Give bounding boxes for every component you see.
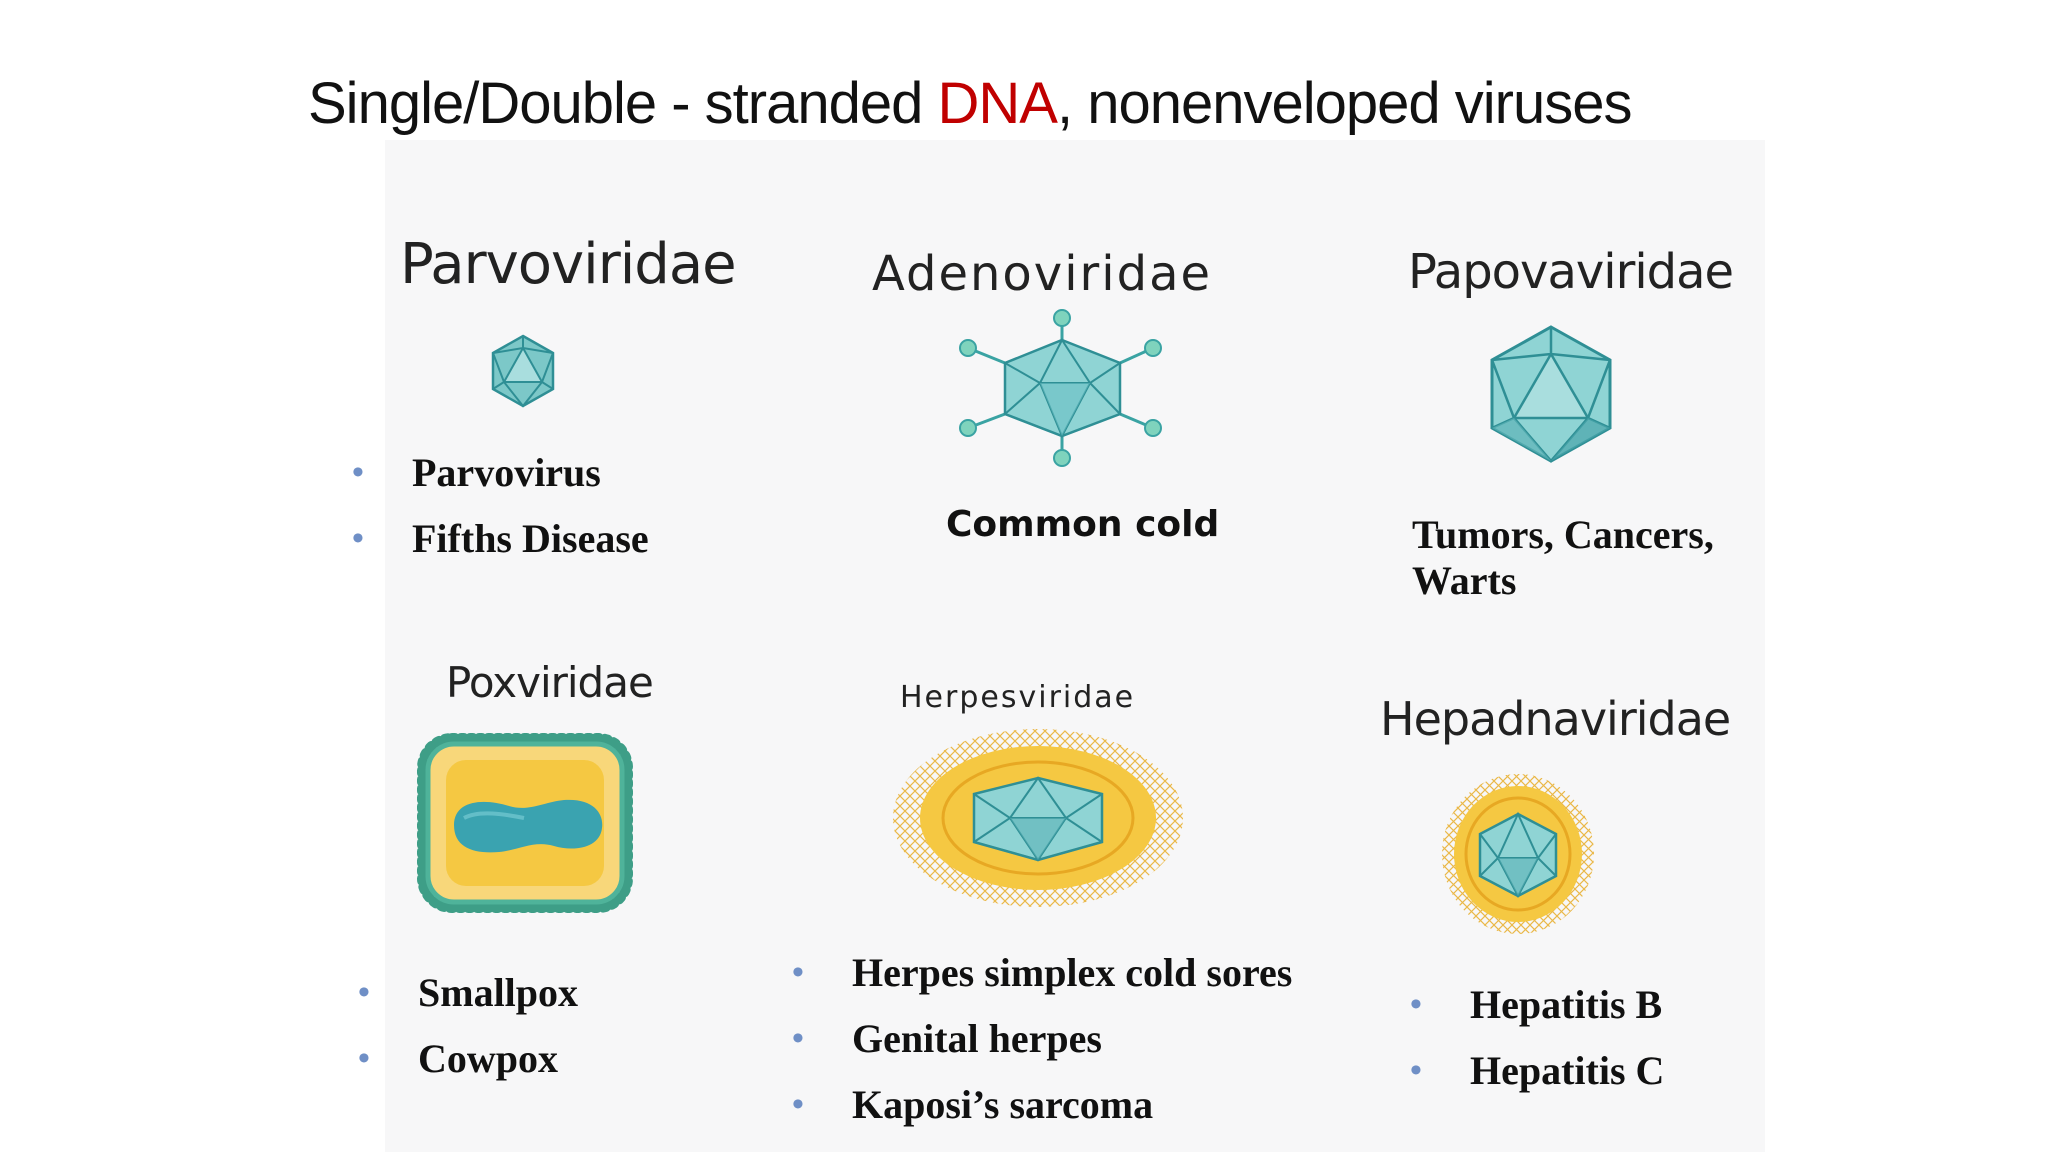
hepadnaviridae-list: Hepatitis B Hepatitis C xyxy=(1410,972,1664,1104)
poxviridae-label: Poxviridae xyxy=(446,658,654,707)
slide-title: Single/Double - stranded DNA, nonenvelop… xyxy=(308,70,1632,137)
title-highlight: DNA xyxy=(937,71,1058,136)
papovaviridae-diseases: Tumors, Cancers, Warts xyxy=(1412,512,1714,604)
adenoviridae-label: Adenoviridae xyxy=(872,246,1213,302)
hepadnaviridae-label: Hepadnaviridae xyxy=(1380,692,1731,746)
title-prefix: Single/Double - stranded xyxy=(308,71,938,136)
list-item: Genital herpes xyxy=(792,1006,1292,1072)
list-item: Parvovirus xyxy=(352,440,649,506)
papovaviridae-label: Papovaviridae xyxy=(1408,244,1734,300)
parvoviridae-label: Parvoviridae xyxy=(400,232,737,297)
herpesviridae-label: Herpesviridae xyxy=(900,680,1136,715)
adenoviridae-disease: Common cold xyxy=(946,504,1220,545)
title-suffix: , nonenveloped viruses xyxy=(1056,71,1633,136)
parvovirus-icon xyxy=(491,334,555,408)
papova-text-line2: Warts xyxy=(1412,558,1517,603)
list-item: Kaposi’s sarcoma xyxy=(792,1072,1292,1138)
list-item: Herpes simplex cold sores xyxy=(792,940,1292,1006)
poxvirus-icon xyxy=(417,733,633,913)
list-item: Hepatitis B xyxy=(1410,972,1664,1038)
papova-text-line1: Tumors, Cancers, xyxy=(1412,512,1714,557)
parvoviridae-list: Parvovirus Fifths Disease xyxy=(352,440,649,572)
list-item: Hepatitis C xyxy=(1410,1038,1664,1104)
papovavirus-icon xyxy=(1490,325,1612,463)
adenovirus-icon xyxy=(959,309,1162,467)
herpesvirus-icon xyxy=(893,729,1183,907)
poxviridae-list: Smallpox Cowpox xyxy=(358,960,578,1092)
herpesviridae-list: Herpes simplex cold sores Genital herpes… xyxy=(792,940,1292,1138)
hepadnavirus-icon xyxy=(1442,774,1594,934)
list-item: Smallpox xyxy=(358,960,578,1026)
list-item: Cowpox xyxy=(358,1026,578,1092)
list-item: Fifths Disease xyxy=(352,506,649,572)
